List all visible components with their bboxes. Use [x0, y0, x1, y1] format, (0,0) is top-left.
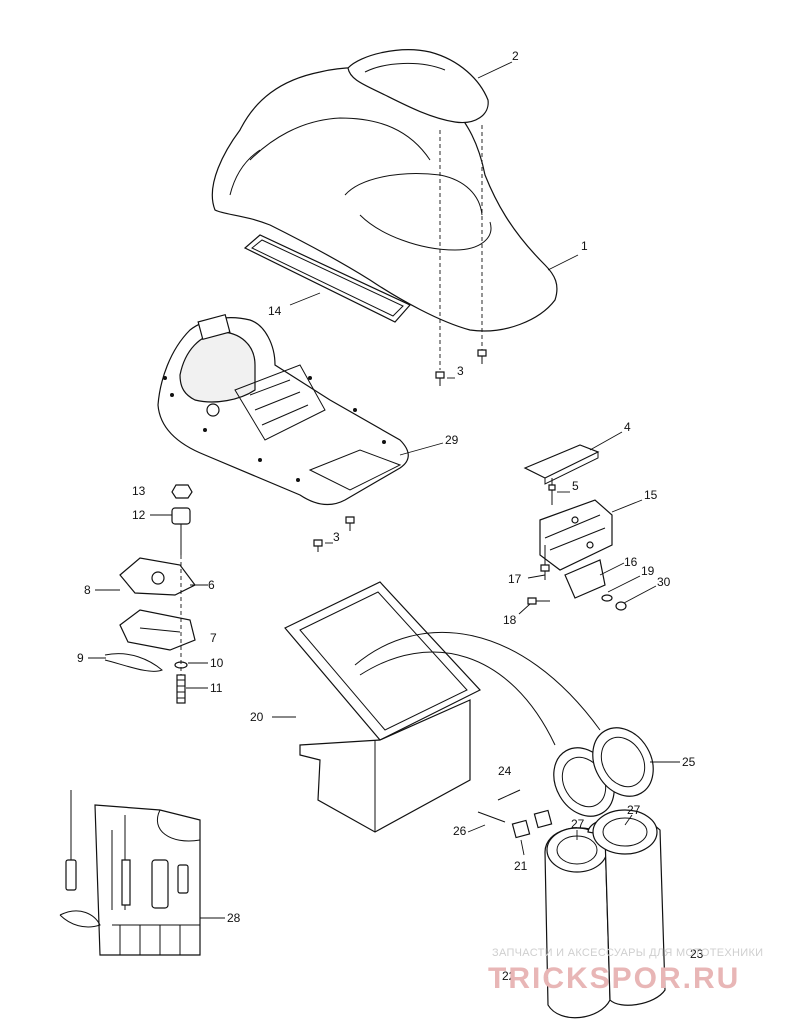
latch-plate-part — [523, 444, 600, 485]
callout-25: 25 — [682, 755, 696, 769]
callout-28: 28 — [227, 911, 241, 925]
callout-7: 7 — [210, 631, 217, 645]
tool-kit-part — [59, 790, 201, 956]
callout-27a: 27 — [571, 817, 585, 831]
callout-23: 23 — [690, 947, 704, 961]
latch-bracket-part — [539, 499, 613, 571]
callout-19: 19 — [641, 564, 655, 578]
lock-body-part — [171, 507, 191, 555]
watermark-logo: TRICKSPOR.RU — [488, 962, 740, 995]
callout-1: 1 — [581, 239, 588, 253]
callout-9: 9 — [77, 651, 84, 665]
callout-3a: 3 — [457, 364, 464, 378]
callout-17: 17 — [508, 572, 522, 586]
lock-nut-part — [171, 484, 193, 499]
callout-29: 29 — [445, 433, 459, 447]
callout-8: 8 — [84, 583, 91, 597]
callout-24: 24 — [498, 764, 512, 778]
speaker-housing-part — [544, 809, 666, 1019]
callout-5: 5 — [572, 479, 579, 493]
washer-part — [601, 594, 613, 602]
callout-20: 20 — [250, 710, 264, 724]
callout-12: 12 — [132, 508, 146, 522]
callout-10: 10 — [210, 656, 224, 670]
callout-11: 11 — [210, 681, 223, 695]
callout-26: 26 — [453, 824, 467, 838]
spring-pin-part — [540, 545, 550, 580]
seat-pad-part — [347, 49, 489, 124]
watermark-tagline: ЗАПЧАСТИ И АКСЕССУАРЫ ДЛЯ МОТОТЕХНИКИ — [492, 947, 763, 959]
key-cable-part — [104, 653, 163, 672]
watermark: ЗАПЧАСТИ И АКСЕССУАРЫ ДЛЯ МОТОТЕХНИКИ TR… — [488, 947, 763, 995]
callout-3b: 3 — [333, 530, 340, 544]
callout-4: 4 — [624, 420, 631, 434]
callout-6: 6 — [208, 578, 215, 592]
lock-cover-part — [119, 557, 196, 596]
callout-16: 16 — [624, 555, 638, 569]
callout-21: 21 — [514, 859, 528, 873]
base-plate-part — [157, 313, 409, 506]
screw-part — [313, 349, 487, 552]
retainer-plate-part — [564, 559, 606, 599]
leader-lines — [88, 61, 680, 919]
callout-18: 18 — [503, 613, 517, 627]
fastener-part — [477, 789, 521, 823]
storage-tray-part — [284, 581, 481, 833]
bracket-plate-part — [511, 809, 553, 839]
gasket-part — [243, 234, 411, 323]
callout-14: 14 — [268, 304, 282, 318]
callout-27b: 27 — [627, 803, 641, 817]
nut-part — [615, 601, 627, 611]
bolt-part — [527, 597, 550, 605]
callout-22: 22 — [502, 969, 516, 983]
callout-2: 2 — [512, 49, 519, 63]
seat-cover-part — [211, 67, 558, 332]
lock-base-part — [119, 609, 196, 651]
callout-15: 15 — [644, 488, 658, 502]
callout-13: 13 — [132, 484, 146, 498]
lock-bolt-part — [176, 674, 186, 704]
callout-labels: 1 2 3 3 4 5 6 7 8 9 10 11 12 13 14 15 16… — [77, 49, 704, 983]
speaker-cover-part — [553, 727, 654, 817]
pin-part — [548, 478, 556, 505]
callout-30: 30 — [657, 575, 671, 589]
